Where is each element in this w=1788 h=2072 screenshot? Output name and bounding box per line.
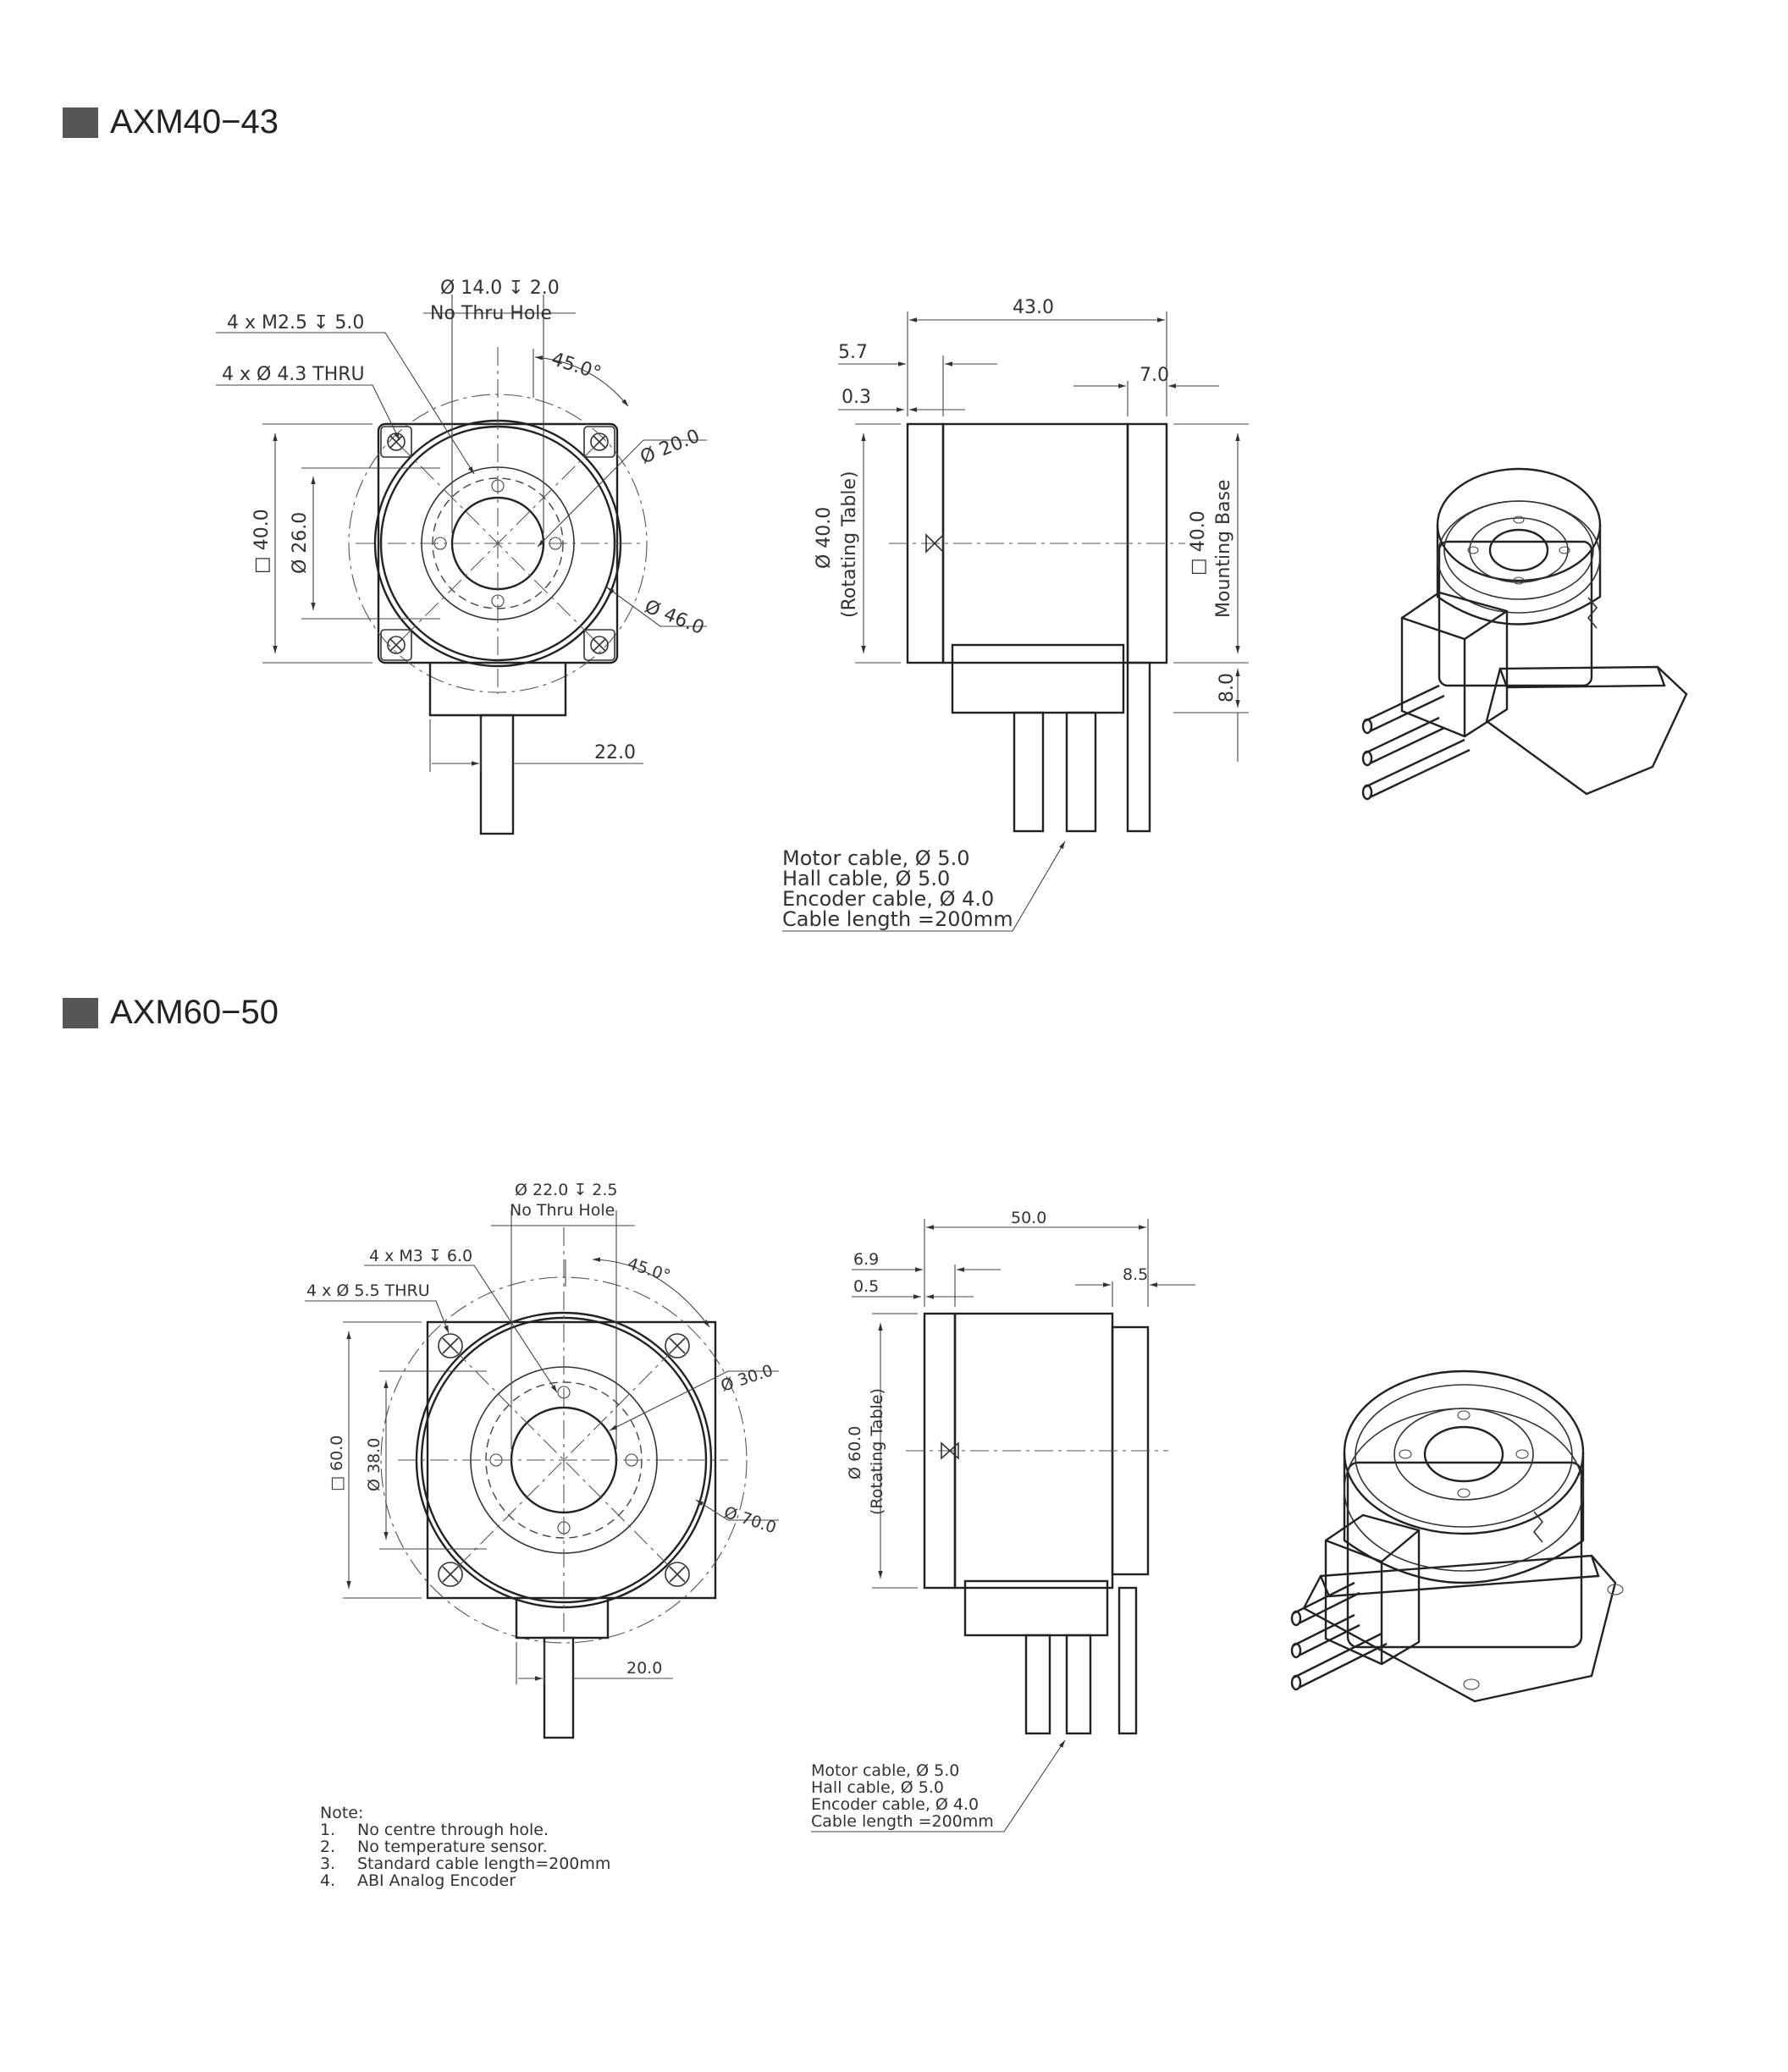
thread-spec-label: 4 x M2.5 ↧ 5.0: [227, 312, 364, 333]
note-number: 4.: [320, 1871, 335, 1890]
note-number: 3.: [320, 1854, 335, 1873]
section-heading-axm60: AXM60−50: [63, 994, 279, 1032]
no-thru-label: No Thru Hole: [430, 303, 552, 324]
sq60-label: □ 60.0: [328, 1436, 346, 1491]
cable-line: Encoder cable, Ø 4.0: [811, 1795, 979, 1814]
axm60-side-view: 50.0 6.9 0.5 8.5 Ø 60.0 (Rotating Table): [846, 1209, 1195, 1735]
h8-label: 8.0: [1217, 673, 1238, 703]
note-number: 1.: [320, 1821, 335, 1839]
rot-dia-label: Ø 40.0: [814, 507, 835, 569]
angle-label: 45.0°: [625, 1254, 672, 1286]
note-text: No centre through hole.: [357, 1821, 549, 1839]
rot-table-label: (Rotating Table): [868, 1388, 886, 1515]
cable-line: Encoder cable, Ø 4.0: [782, 887, 994, 911]
section-heading-axm40: AXM40−43: [63, 103, 279, 141]
cable-offset-label: 20.0: [626, 1659, 662, 1678]
section-marker: [63, 997, 98, 1028]
length-label: 50.0: [1011, 1209, 1046, 1227]
d69-label: 6.9: [853, 1250, 879, 1269]
base-sq-label: □ 40.0: [1188, 510, 1209, 576]
d85-label: 8.5: [1123, 1265, 1148, 1284]
d26-label: Ø 26.0: [290, 512, 311, 574]
axm40-cable-note: Motor cable, Ø 5.0 Hall cable, Ø 5.0 Enc…: [782, 840, 1066, 932]
cable-line: Motor cable, Ø 5.0: [782, 846, 970, 870]
d70-label: 7.0: [1140, 365, 1169, 386]
d20-label: Ø 20.0: [637, 426, 703, 469]
thru-hole-label: 4 x Ø 5.5 THRU: [306, 1281, 430, 1300]
sq40-label: □ 40.0: [251, 509, 273, 574]
mount-base-label: Mounting Base: [1213, 479, 1234, 618]
d57-label: 5.7: [838, 342, 868, 363]
angle-label: 45.0°: [549, 349, 604, 384]
note-title: Note:: [320, 1804, 363, 1822]
d30-label: Ø 30.0: [719, 1361, 775, 1395]
note-block: Note: 1. No centre through hole. 2. No t…: [320, 1804, 610, 1890]
rot-table-label: (Rotating Table): [839, 471, 860, 618]
bore-spec-label: Ø 22.0 ↧ 2.5: [515, 1181, 618, 1199]
thru-hole-label: 4 x Ø 4.3 THRU: [222, 364, 365, 385]
d05-label: 0.5: [853, 1277, 879, 1296]
rot-dia-label: Ø 60.0: [846, 1426, 864, 1480]
section-title: AXM60−50: [110, 994, 279, 1031]
note-number: 2.: [320, 1838, 335, 1856]
d46-label: Ø 46.0: [642, 596, 707, 639]
d03-label: 0.3: [842, 387, 871, 408]
d38-label: Ø 38.0: [365, 1438, 384, 1491]
length-label: 43.0: [1013, 297, 1054, 318]
cable-line: Cable length =200mm: [782, 907, 1013, 931]
thread-spec-label: 4 x M3 ↧ 6.0: [369, 1247, 472, 1265]
section-marker: [63, 107, 98, 138]
axm40-front-view: Ø 14.0 ↧ 2.0 No Thru Hole 4 x M2.5 ↧ 5.0…: [216, 278, 707, 835]
cable-line: Cable length =200mm: [811, 1812, 994, 1831]
note-text: No temperature sensor.: [357, 1838, 548, 1856]
cable-line: Hall cable, Ø 5.0: [782, 867, 950, 890]
section-title: AXM40−43: [110, 103, 279, 141]
note-text: ABI Analog Encoder: [357, 1871, 516, 1890]
axm60-isometric-view: [1290, 1369, 1624, 1703]
cable-line: Motor cable, Ø 5.0: [811, 1761, 959, 1780]
bore-spec-label: Ø 14.0 ↧ 2.0: [440, 278, 560, 299]
axm60-cable-note: Motor cable, Ø 5.0 Hall cable, Ø 5.0 Enc…: [811, 1739, 1066, 1832]
cable-offset-label: 22.0: [594, 742, 636, 763]
axm60-front-view: Ø 22.0 ↧ 2.5 No Thru Hole 4 x M3 ↧ 6.0 4…: [305, 1181, 779, 1739]
note-text: Standard cable length=200mm: [357, 1854, 610, 1873]
no-thru-label: No Thru Hole: [510, 1201, 615, 1220]
d70-label: Ø 70.0: [721, 1503, 778, 1537]
cable-line: Hall cable, Ø 5.0: [811, 1778, 944, 1797]
axm40-side-view: 43.0 5.7 0.3 7.0 Ø 40.0 (Rotating Table)…: [814, 297, 1249, 833]
axm40-isometric-view: [1361, 467, 1688, 801]
